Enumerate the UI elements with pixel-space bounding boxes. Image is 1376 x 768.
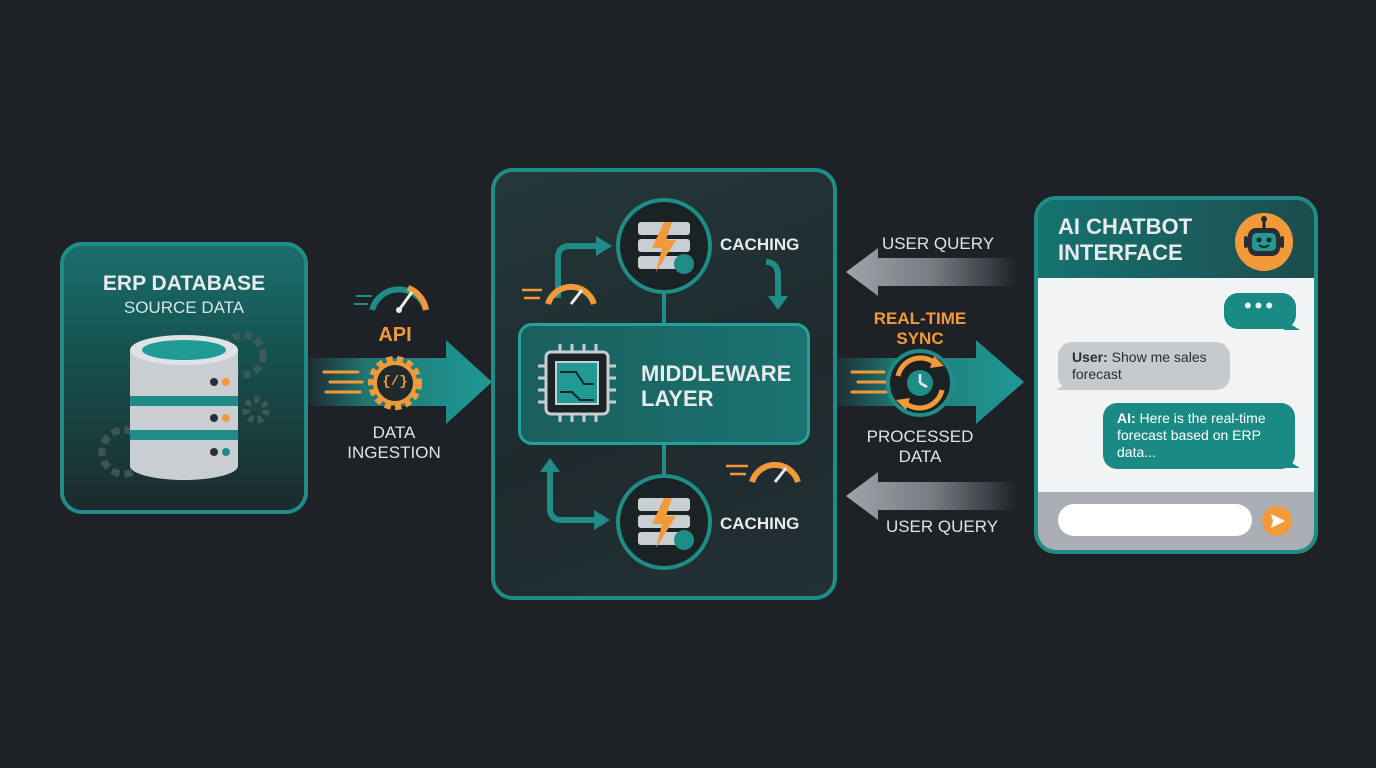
user-query-arrow-bottom bbox=[846, 472, 1018, 520]
middleware-title-1: MIDDLEWARE bbox=[641, 361, 792, 386]
code-icon: {/} bbox=[382, 374, 408, 390]
processed-caption-2: DATA bbox=[898, 447, 942, 466]
user-query-arrow-top bbox=[846, 248, 1018, 296]
ai-prefix: AI: bbox=[1117, 410, 1136, 426]
erp-title: ERP DATABASE bbox=[102, 272, 266, 295]
user-query-top-label: USER QUERY bbox=[881, 234, 995, 253]
user-message-text: Show me sales forecast bbox=[1072, 349, 1207, 382]
send-button[interactable] bbox=[1262, 506, 1292, 536]
ingestion-caption-1: DATA bbox=[372, 423, 416, 442]
api-label: API bbox=[378, 324, 412, 346]
erp-subtitle: SOURCE DATA bbox=[123, 298, 245, 317]
user-query-bottom-label: USER QUERY bbox=[885, 517, 999, 536]
user-prefix: User: bbox=[1072, 349, 1108, 365]
bubble-tail bbox=[1284, 320, 1300, 330]
cache-top-label: CACHING bbox=[720, 235, 800, 254]
middleware-title-2: LAYER bbox=[641, 386, 714, 411]
send-icon bbox=[1271, 514, 1285, 528]
robot-icon bbox=[1235, 213, 1293, 271]
user-message-bubble: User: Show me sales forecast bbox=[1058, 342, 1230, 390]
typing-dots: ••• bbox=[1243, 293, 1277, 318]
processed-caption-1: PROCESSED bbox=[866, 427, 974, 446]
ai-message-bubble: AI: Here is the real-time forecast based… bbox=[1103, 403, 1295, 469]
cache-bottom-label: CACHING bbox=[720, 514, 800, 533]
speedometer-icon bbox=[354, 285, 429, 313]
chatbot-title-1: AI CHATBOT bbox=[1058, 214, 1193, 239]
speed-lines-icon bbox=[322, 370, 890, 394]
ingestion-caption-2: INGESTION bbox=[347, 443, 441, 462]
gear-icon bbox=[368, 356, 422, 410]
chatbot-title-2: INTERFACE bbox=[1058, 240, 1183, 265]
bubble-tail bbox=[1284, 458, 1300, 468]
sync-clock-icon bbox=[886, 349, 954, 417]
sync-label-2: SYNC bbox=[896, 329, 944, 348]
chat-message-input[interactable] bbox=[1058, 504, 1252, 536]
sync-label-1: REAL-TIME bbox=[873, 309, 967, 328]
ai-message-text: Here is the real-time forecast based on … bbox=[1117, 410, 1266, 460]
bubble-tail bbox=[1056, 380, 1072, 390]
